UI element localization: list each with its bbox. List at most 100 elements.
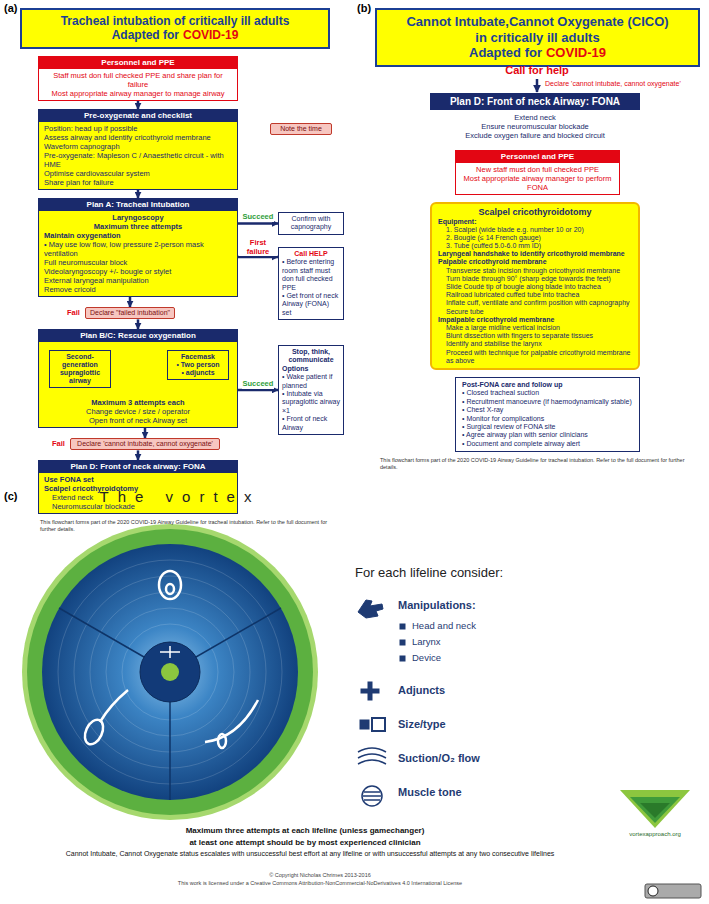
text-line: Adapted for [469, 45, 542, 60]
text-line: • Recruitment manoeuvre (if haemodynamic… [462, 398, 633, 406]
text-line: • Agree airway plan with senior clinicia… [462, 431, 633, 439]
declare-box: Declare 'cannot intubate, cannot oxygena… [70, 438, 220, 450]
text-line: External laryngeal manipulation [44, 276, 232, 285]
help-arrow [536, 79, 539, 92]
box-body: Position: head up if possibleAssess airw… [39, 122, 237, 189]
text-line: Remove cricoid [44, 285, 232, 294]
plan-box: Plan D: Front of neck airway: FONA Use FO… [38, 460, 238, 514]
text-line: Identify and stabilise the larynx [438, 340, 632, 348]
text-line: Most appropriate airway manager to manag… [42, 89, 234, 98]
text-line: New staff must don full checked PPE [459, 165, 616, 174]
text-line: Second-generation supraglottic airway [52, 353, 108, 385]
panel-letter: (b) [357, 2, 371, 15]
text-line: Personnel and PPE [40, 58, 236, 68]
text-line: Maintain oxygenation [44, 231, 232, 240]
text-line: Declare 'cannot intubate, cannot oxygena… [74, 440, 216, 448]
text-line: Most appropriate airway manager to perfo… [459, 174, 616, 192]
edge-label: Fail [66, 309, 81, 318]
text-line: Turn blade through 90° (sharp edge towar… [438, 275, 632, 283]
lifeline-item: Suction/O₂ flow [398, 752, 480, 765]
text-line: Use FONA set [44, 475, 232, 484]
text-line: Adapted for [112, 28, 179, 42]
text-line: Optimise cardiovascular system [44, 169, 232, 178]
text-line: Confirm with capnography [282, 215, 340, 232]
text-line: Plan A: Tracheal Intubation [41, 200, 235, 210]
footnote: This flowchart forms part of the 2020 CO… [380, 457, 700, 470]
ppe-box: Personnel and PPE Staff must don full che… [38, 56, 238, 101]
note-text: Cannot Intubate, Cannot Oxygenate status… [10, 850, 610, 858]
list-heading: For each lifeline consider: [355, 565, 503, 581]
copyright: © Copyright Nicholas Chrimes 2013-2016 [10, 872, 630, 879]
logo-url: vortexapproach.org [612, 831, 698, 838]
lifeline-item: Size/type [398, 718, 446, 731]
box-header: Pre-oxygenate and checklist [39, 110, 237, 122]
text-line: • Get front of neck Airway (FONA) set [282, 292, 340, 317]
plan-bar: Plan D: Front of neck Airway: FONA [430, 93, 640, 110]
box-body: Staff must don full checked PPE and shar… [39, 69, 237, 100]
title-line: Adapted for COVID-19 [26, 28, 324, 42]
lifeline-item: Adjuncts [398, 684, 445, 697]
text-line: Options [282, 365, 340, 373]
text-line: Inflate cuff, ventilate and confirm posi… [438, 299, 632, 307]
call-text: Call for help [437, 64, 637, 77]
text-line: • Chest X-ray [462, 406, 633, 414]
box-header: Plan A: Tracheal Intubation [39, 199, 237, 211]
edge-label: Succeed [242, 380, 275, 389]
text-line: • Closed tracheal suction [462, 389, 633, 397]
step-text: Ensure neuromuscular blockade [430, 122, 640, 131]
note-text: at least one attempt should be by most e… [10, 838, 600, 848]
flow-arrow [137, 190, 140, 198]
text-line: • Front of neck Airway [282, 415, 340, 432]
text-line: Maximum three attempts [44, 222, 232, 231]
text-line: Personnel and PPE [457, 152, 618, 162]
device-box: Facemask• Two person• adjuncts [167, 350, 229, 380]
text-line: Position: head up if possible [44, 124, 232, 133]
text-line: Make a large midline vertical incision [438, 324, 632, 332]
ppe-box: Personnel and PPE New staff must don full… [455, 150, 620, 195]
vortex-graphic [22, 524, 318, 820]
plan-box: Plan A: Tracheal IntubationLaryngoscopyM… [38, 198, 238, 297]
text-line: Maximum 3 attempts each [44, 398, 232, 407]
flow-arrow [238, 389, 278, 392]
text-line: COVID-19 [546, 45, 606, 60]
text-line: Blunt dissection with fingers to separat… [438, 332, 632, 340]
text-line: Equipment: [438, 218, 632, 226]
lifeline-item: Muscle tone [398, 786, 462, 799]
box-header: Plan D: Front of neck airway: FONA [39, 461, 237, 473]
text-line: COVID-19 [183, 28, 238, 42]
text-line: Railroad lubricated cuffed tube into tra… [438, 291, 632, 299]
flow-arrow [137, 319, 140, 329]
options-box: Stop, think, communicateOptions• Wake pa… [278, 345, 344, 435]
vortex-title: The vortex [60, 488, 300, 506]
text-line: 3. Tube (cuffed 5.0-6.0 mm ID) [438, 242, 632, 250]
box-body: LaryngoscopyMaximum three attemptsMainta… [39, 211, 237, 296]
text-line: • adjuncts [170, 369, 226, 377]
title-box: Cannot Intubate,Cannot Oxygenate (CICO)i… [375, 8, 700, 67]
license-text: This work is licensed under a Creative C… [10, 880, 630, 887]
title-box: Tracheal intubation of critically ill ad… [20, 8, 330, 49]
step-text: Extend neck [430, 113, 640, 122]
text-line: Post-FONA care and follow up [462, 381, 633, 389]
outcome-box: Confirm with capnography [278, 212, 344, 235]
plan-box: Plan B/C: Rescue oxygenationMaximum 3 at… [38, 329, 238, 428]
footnote: This flowchart forms part of the 2020 CO… [40, 519, 340, 532]
text-line: Pre-oxygenate and checklist [41, 111, 235, 121]
text-line: Plan D: Front of neck Airway: FONA [433, 96, 637, 107]
text-line: Full neuromuscular block [44, 258, 232, 267]
note-box: Note the time [270, 123, 332, 135]
text-line: Share plan for failure [44, 178, 232, 187]
lifeline-icons [358, 600, 405, 806]
flow-arrow [238, 222, 278, 225]
flow-arrow [129, 297, 132, 307]
text-line: Palpable cricothyroid membrane [438, 258, 632, 266]
vortex-logo [620, 790, 690, 828]
text-line: Proceed with technique for palpable cric… [438, 349, 632, 365]
flow-arrow [137, 450, 140, 460]
text-line: 1. Scalpel (wide blade e.g. number 10 or… [438, 226, 632, 234]
text-line: Staff must don full checked PPE and shar… [42, 71, 234, 89]
flow-arrow [144, 428, 147, 438]
step-text: Exclude oxygen failure and blocked circu… [430, 131, 640, 140]
license-badge [645, 884, 701, 898]
text-line: Laryngeal handshake to identify cricothy… [438, 250, 632, 258]
panel-letter: (a) [4, 2, 17, 15]
